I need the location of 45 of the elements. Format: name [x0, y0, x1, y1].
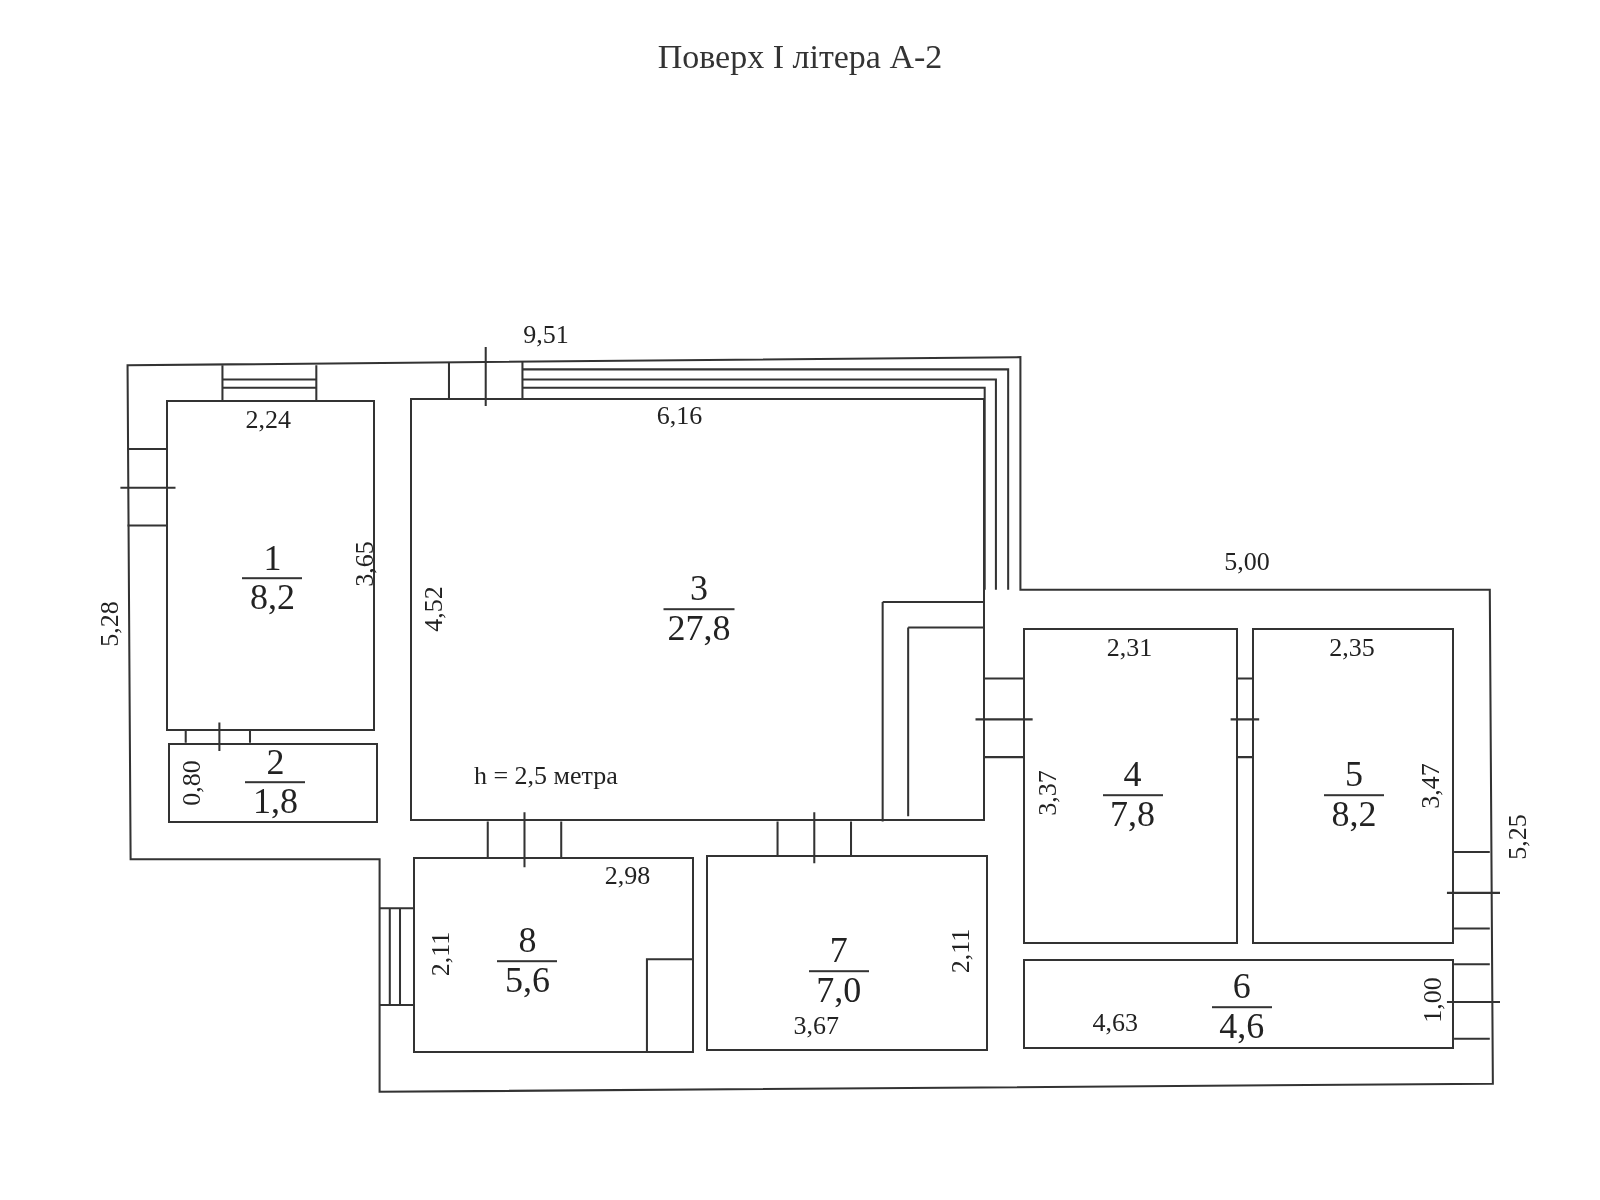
room-outline [413, 857, 694, 1054]
dimension-text: 6,16 [656, 403, 703, 430]
dimension-text: 3,67 [793, 1012, 840, 1039]
room-number: 4 [1122, 756, 1143, 794]
room-outline [168, 742, 378, 824]
room-number: 2 [265, 743, 286, 782]
vertical-dimension: 1,00 [1419, 977, 1446, 1023]
room-outline [410, 397, 985, 822]
vertical-dimension: 3,37 [1034, 770, 1061, 816]
dimension-text: 9,51 [523, 321, 569, 348]
room-area: 27,8 [663, 610, 735, 648]
room-area: 5,6 [501, 962, 554, 1000]
vertical-dimension: 2,11 [948, 928, 975, 974]
room-area: 8,2 [1327, 795, 1381, 834]
room-number: 3 [688, 570, 709, 609]
dimension-text: h = 2,5 метра [473, 762, 618, 789]
vertical-dimension: 5,25 [1505, 814, 1532, 860]
vertical-dimension: 2,11 [427, 931, 454, 977]
room-area: 7,8 [1106, 795, 1160, 834]
vertical-dimension: 3,47 [1417, 762, 1444, 809]
room-number: 5 [1344, 756, 1365, 794]
room-number: 6 [1231, 968, 1252, 1007]
room-area: 4,6 [1215, 1008, 1269, 1046]
room-number: 1 [262, 539, 283, 578]
dimension-text: 2,31 [1106, 634, 1153, 661]
dimension-text: 2,24 [245, 407, 292, 434]
room-area: 1,8 [248, 783, 302, 822]
vertical-dimension: 3,65 [352, 541, 379, 588]
room-outline [706, 855, 988, 1051]
dimension-text: 2,35 [1329, 634, 1375, 661]
room-outline [1023, 627, 1238, 944]
room-area: 7,0 [812, 972, 866, 1011]
room-area: 8,2 [245, 579, 299, 618]
dimension-text: 2,98 [604, 862, 651, 889]
vertical-dimension: 4,52 [420, 586, 447, 632]
room-number: 7 [828, 932, 849, 971]
room-outline [1252, 627, 1455, 944]
room-outline [1023, 959, 1455, 1049]
room-outline [166, 400, 376, 731]
room-number: 8 [517, 922, 538, 961]
vertical-dimension: 0,80 [178, 759, 205, 806]
dimension-text: 5,00 [1224, 549, 1270, 576]
plan-title: Поверх I літера А-2 [657, 36, 943, 77]
vertical-dimension: 5,28 [97, 601, 124, 648]
dimension-text: 4,63 [1092, 1010, 1139, 1037]
